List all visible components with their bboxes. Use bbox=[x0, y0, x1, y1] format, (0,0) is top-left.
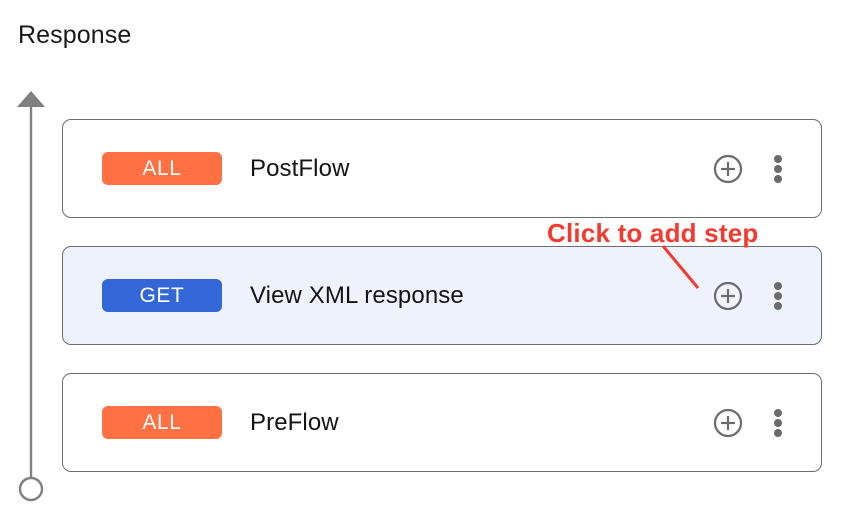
method-badge: ALL bbox=[102, 152, 222, 185]
kebab-menu-icon[interactable] bbox=[765, 408, 791, 438]
flow-step-label: PreFlow bbox=[250, 408, 339, 436]
method-badge: GET bbox=[102, 279, 222, 312]
flow-direction-arrow bbox=[17, 91, 45, 502]
plus-circle-icon[interactable] bbox=[713, 281, 743, 311]
row-actions bbox=[713, 281, 791, 311]
row-actions bbox=[713, 154, 791, 184]
kebab-menu-icon[interactable] bbox=[765, 281, 791, 311]
flow-step-label: PostFlow bbox=[250, 154, 350, 182]
kebab-menu-icon[interactable] bbox=[765, 154, 791, 184]
page-title: Response bbox=[18, 21, 132, 49]
flow-step-label: View XML response bbox=[250, 281, 464, 309]
flow-step-row[interactable]: ALL PreFlow bbox=[62, 373, 822, 472]
flow-step-list: ALL PostFlow GET View XML response bbox=[62, 119, 822, 472]
method-badge: ALL bbox=[102, 406, 222, 439]
plus-circle-icon[interactable] bbox=[713, 154, 743, 184]
plus-circle-icon[interactable] bbox=[713, 408, 743, 438]
flow-step-row-selected[interactable]: GET View XML response bbox=[62, 246, 822, 345]
row-actions bbox=[713, 408, 791, 438]
flow-step-row[interactable]: ALL PostFlow bbox=[62, 119, 822, 218]
